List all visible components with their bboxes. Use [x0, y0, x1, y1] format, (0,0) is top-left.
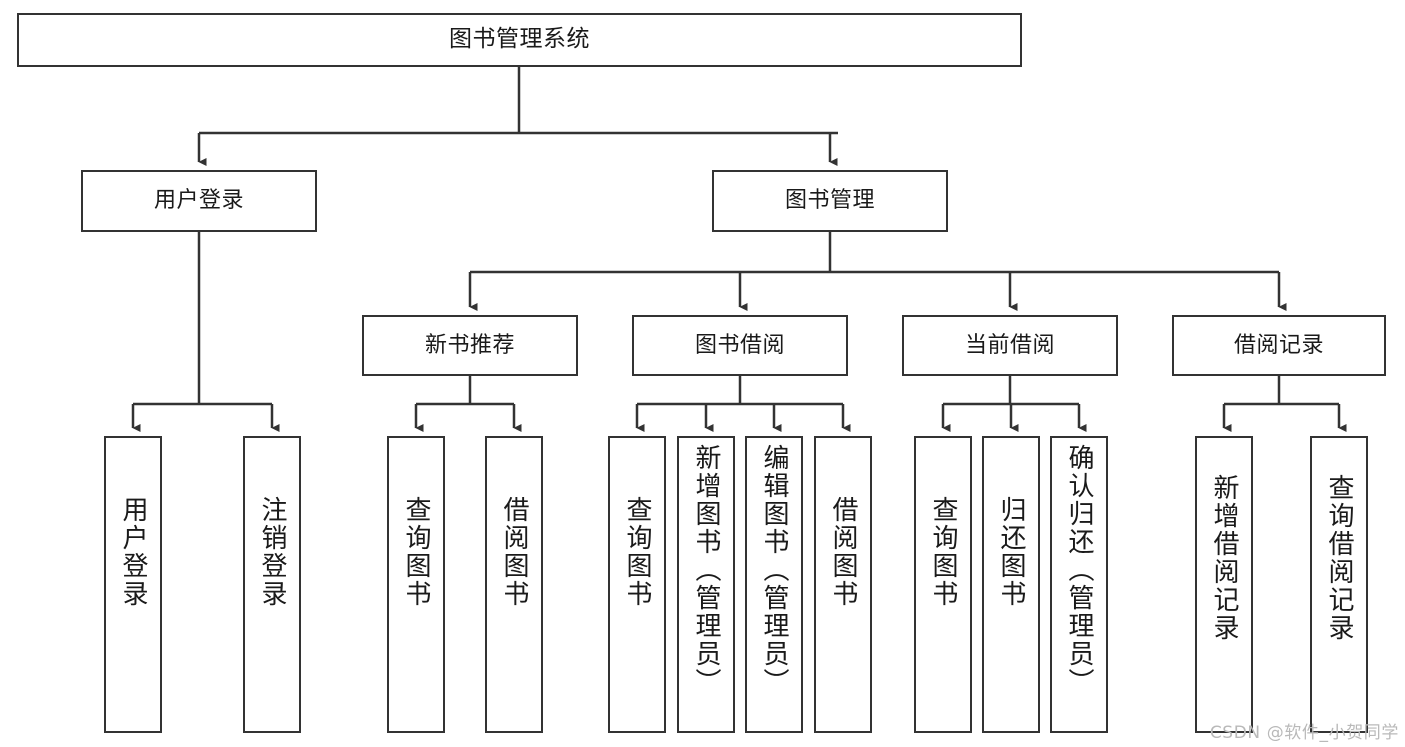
node-label: 编辑图书（管理员）	[759, 444, 789, 696]
leaf-user-login-signout[interactable]: 注销登录	[243, 436, 301, 733]
node-book-management[interactable]: 图书管理	[712, 170, 948, 232]
leaf-record-add-record[interactable]: 新增借阅记录	[1195, 436, 1253, 733]
node-label: 借阅图书	[828, 496, 858, 608]
node-current-borrow[interactable]: 当前借阅	[902, 315, 1118, 376]
node-book-borrow[interactable]: 图书借阅	[632, 315, 848, 376]
leaf-borrow-borrow-book[interactable]: 借阅图书	[814, 436, 872, 733]
node-label: 确认归还（管理员）	[1064, 444, 1094, 696]
node-label: 新书推荐	[424, 332, 515, 358]
node-label: 图书借阅	[694, 332, 785, 358]
leaf-user-login-signin[interactable]: 用户登录	[104, 436, 162, 733]
node-borrow-record[interactable]: 借阅记录	[1172, 315, 1386, 376]
leaf-borrow-edit-book-admin[interactable]: 编辑图书（管理员）	[745, 436, 803, 733]
node-label: 归还图书	[996, 496, 1026, 608]
leaf-borrow-query-book[interactable]: 查询图书	[608, 436, 666, 733]
node-label: 查询图书	[622, 496, 652, 608]
node-label: 借阅图书	[499, 496, 529, 608]
node-label: 查询图书	[928, 496, 958, 608]
node-root-system[interactable]: 图书管理系统	[17, 13, 1022, 67]
node-label: 当前借阅	[964, 332, 1055, 358]
node-new-book-recommend[interactable]: 新书推荐	[362, 315, 578, 376]
node-label: 图书管理系统	[449, 26, 590, 53]
node-label: 借阅记录	[1233, 332, 1324, 358]
node-label: 图书管理	[784, 188, 875, 214]
node-label: 查询图书	[401, 496, 431, 608]
node-label: 新增借阅记录	[1209, 474, 1239, 642]
node-user-login[interactable]: 用户登录	[81, 170, 317, 232]
node-label: 用户登录	[118, 496, 148, 608]
node-label: 注销登录	[257, 496, 287, 608]
leaf-recommend-query-book[interactable]: 查询图书	[387, 436, 445, 733]
leaf-record-query-record[interactable]: 查询借阅记录	[1310, 436, 1368, 733]
leaf-current-confirm-return-admin[interactable]: 确认归还（管理员）	[1050, 436, 1108, 733]
node-label: 查询借阅记录	[1324, 474, 1354, 642]
node-label: 新增图书（管理员）	[691, 444, 721, 696]
leaf-recommend-borrow-book[interactable]: 借阅图书	[485, 436, 543, 733]
leaf-borrow-add-book-admin[interactable]: 新增图书（管理员）	[677, 436, 735, 733]
csdn-watermark: CSDN @软件_小贺同学	[1209, 723, 1399, 743]
leaf-current-query-book[interactable]: 查询图书	[914, 436, 972, 733]
leaf-current-return-book[interactable]: 归还图书	[982, 436, 1040, 733]
node-label: 用户登录	[153, 188, 244, 214]
